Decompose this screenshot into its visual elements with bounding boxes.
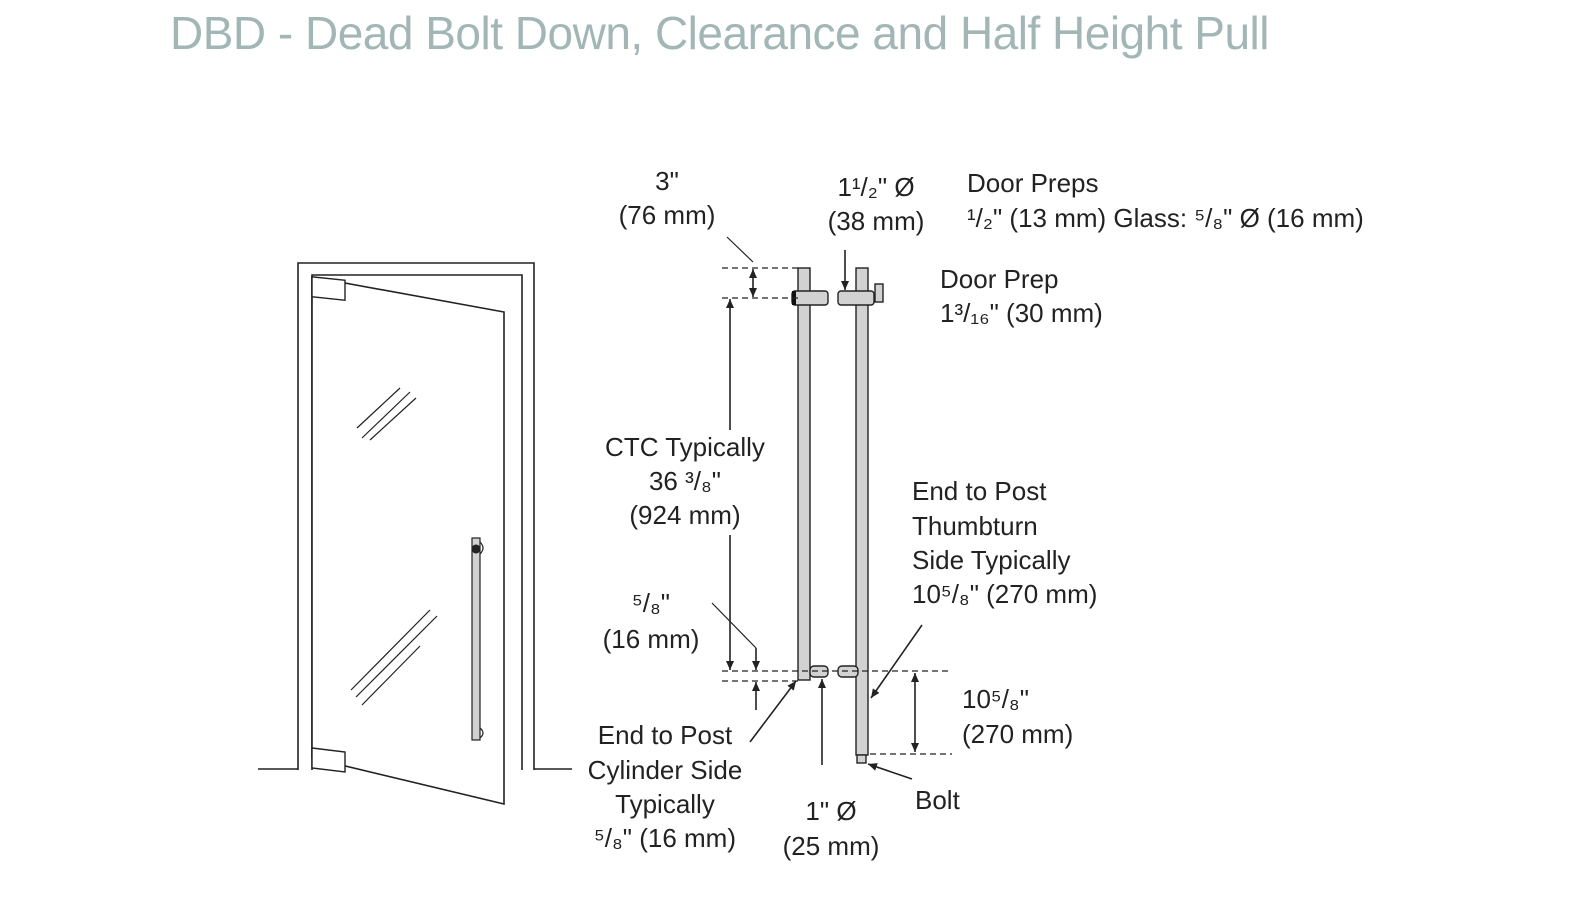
label-door-prep-size: 1³/₁₆" (30 mm) [940,298,1103,328]
label-cylinder-3: Typically [615,789,715,819]
label-bolt: Bolt [915,785,961,815]
bottom-hinge [311,747,346,773]
label-ctc-in: 36 ³/₈" [649,466,721,496]
label-bolt-length: 10⁵/₈" [962,684,1029,714]
label-top-offset-mm: (76 mm) [619,200,716,230]
thumbturn-mini [471,544,481,554]
glass-reflection [350,387,438,706]
label-door-preps-detail: ¹/₂" (13 mm) Glass: ⁵/₈" Ø (16 mm) [967,203,1364,233]
label-thumbturn-2: Thumbturn [912,511,1038,541]
label-diameter-top: 1¹/₂" Ø [837,172,914,202]
label-diameter-top-mm: (38 mm) [828,206,925,236]
label-bolt-length-mm: (270 mm) [962,719,1073,749]
pull-left-cylinder-side [791,267,829,681]
label-thumbturn-3: Side Typically [912,545,1071,575]
label-cylinder-4: ⁵/₈" (16 mm) [594,823,736,853]
label-door-preps: Door Preps [967,168,1099,198]
label-ctc: CTC Typically [605,432,765,462]
label-diameter-bottom: 1" Ø [805,796,856,826]
label-top-offset: 3" [655,166,679,196]
label-thumbturn-4: 10⁵/₈" (270 mm) [912,579,1097,609]
label-door-prep: Door Prep [940,264,1059,294]
door-pull-handle [471,537,481,741]
label-cylinder-2: Cylinder Side [588,755,743,785]
door-frame-outer [297,262,535,770]
door-illustration [258,262,572,806]
diagram-title: DBD - Dead Bolt Down, Clearance and Half… [170,7,1269,59]
top-hinge [311,276,346,302]
label-small-offset: ⁵/₈" [632,588,670,618]
label-diameter-bottom-mm: (25 mm) [783,831,880,861]
label-cylinder-1: End to Post [598,720,733,750]
dimension-lines [711,236,952,780]
label-thumbturn-1: End to Post [912,476,1047,506]
label-ctc-mm: (924 mm) [629,500,740,530]
bolt-tip [856,754,867,764]
label-small-offset-mm: (16 mm) [603,624,700,654]
glass-door-panel [311,276,505,806]
pull-right-thumbturn-side [837,267,884,764]
